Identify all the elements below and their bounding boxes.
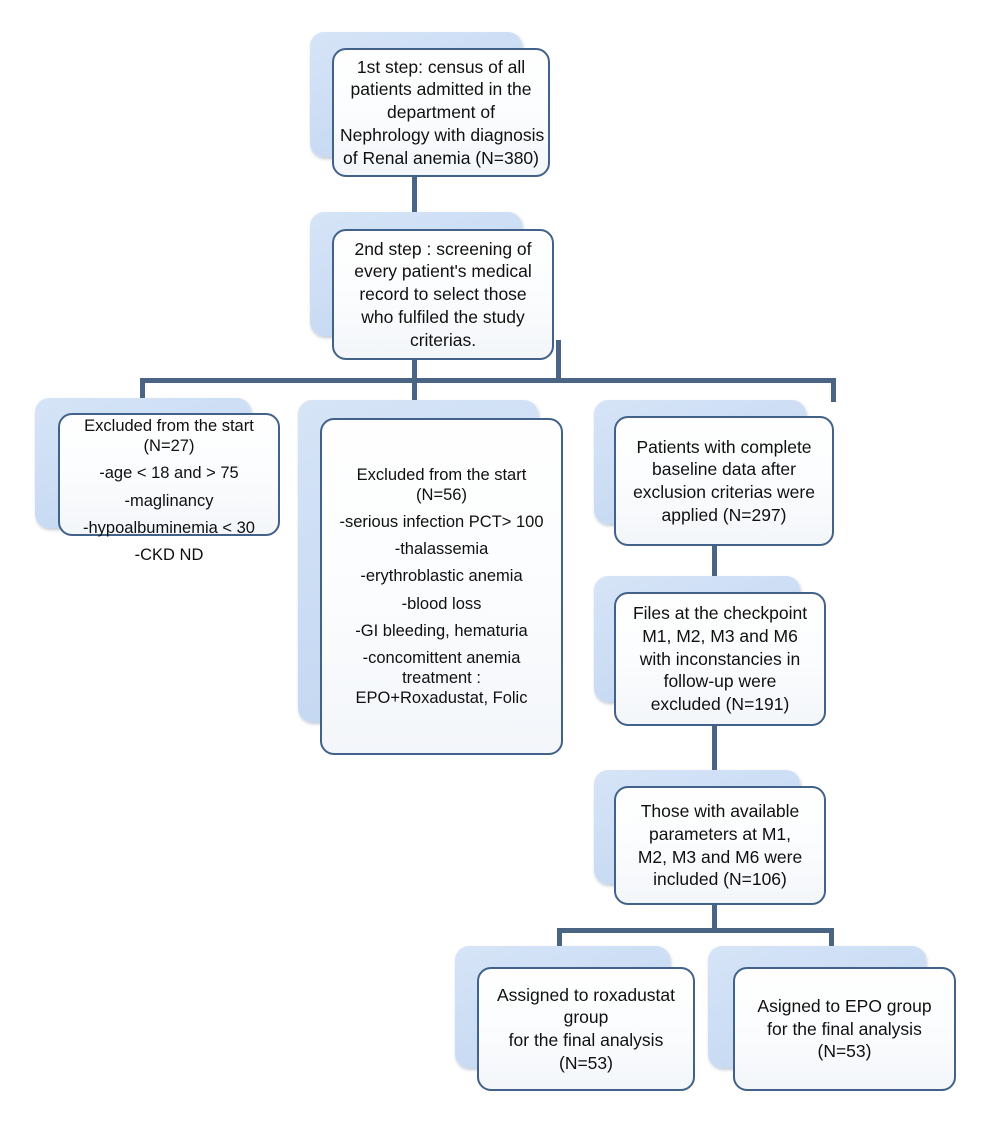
text-spacer: [66, 511, 272, 518]
text-line: excluded (N=191): [650, 694, 790, 715]
census-node-card[interactable]: 1st step: census of all patients admitte…: [332, 48, 550, 177]
text-line: -serious infection PCT> 100: [339, 513, 544, 532]
text-line: (N=53): [559, 1052, 613, 1073]
text-line: 1st step: census of all: [356, 56, 526, 77]
text-line: patients admitted in the: [350, 79, 532, 100]
text-line: Assigned to roxadustat: [496, 984, 676, 1005]
text-spacer: [328, 559, 555, 566]
connector-branch-right: [831, 378, 836, 402]
connector-census-to-screening: [412, 168, 417, 230]
text-line: M1, M2, M3 and M6: [642, 625, 798, 646]
text-spacer: [328, 614, 555, 621]
text-line: Files at the checkpoint: [632, 603, 808, 624]
connector-branch-bar: [140, 378, 836, 383]
text-line: of Renal anemia (N=380): [342, 147, 539, 168]
included-text: Those with available parameters at M1, M…: [616, 800, 824, 891]
roxadustat-card[interactable]: Assigned to roxadustat group for the fin…: [477, 967, 695, 1091]
excluded-27-card[interactable]: Excluded from the start (N=27) -age < 18…: [58, 413, 280, 564]
baseline-text: Patients with complete baseline data aft…: [616, 436, 832, 527]
text-spacer: [328, 505, 555, 512]
text-line: included (N=106): [653, 869, 787, 890]
text-line: department of: [387, 102, 495, 123]
text-line: with inconstancies in: [639, 648, 801, 669]
text-line: treatment :: [402, 668, 481, 687]
connector-branch-middle: [412, 378, 417, 406]
text-line: Excluded from the start: [84, 417, 254, 436]
connector-fork-left-drop: [557, 928, 562, 950]
screening-node-text: 2nd step : screening of every patient's …: [334, 238, 552, 352]
text-line: -erythroblastic anemia: [360, 567, 523, 586]
text-spacer: [328, 532, 555, 539]
text-line: every patient's medical: [354, 261, 532, 282]
text-line: Patients with complete: [636, 436, 812, 457]
text-line: (N=56): [416, 486, 467, 504]
text-line: for the final analysis: [508, 1030, 664, 1050]
excluded-27-text: Excluded from the start (N=27) -age < 18…: [60, 416, 278, 565]
connector-branch-left: [140, 378, 145, 402]
text-line: Nephrology with diagnosis: [340, 124, 545, 145]
text-line: Those with available: [640, 801, 800, 821]
text-spacer: [66, 538, 272, 545]
text-line: parameters at M1,: [649, 823, 791, 844]
text-line: 2nd step : screening of: [354, 238, 532, 259]
epo-group-node[interactable]: Asigned to EPO group for the final analy…: [708, 946, 956, 1091]
text-line: -GI bleeding, hematuria: [355, 621, 528, 640]
epo-card[interactable]: Asigned to EPO group for the final analy…: [733, 967, 956, 1091]
text-spacer: [328, 587, 555, 594]
text-line: -CKD ND: [134, 545, 204, 564]
connector-screening-stub: [556, 340, 561, 380]
connector-baseline-to-excluded: [712, 545, 717, 593]
excluded-191-text: Files at the checkpoint M1, M2, M3 and M…: [616, 602, 824, 716]
connector-included-down: [712, 903, 717, 931]
text-line: follow-up were: [663, 671, 777, 692]
connector-bottom-fork-bar: [557, 928, 834, 933]
text-line: group: [563, 1007, 609, 1028]
text-line: EPO+Roxadustat, Folic: [355, 689, 528, 707]
connector-fork-right-drop: [829, 928, 834, 950]
text-line: applied (N=297): [661, 504, 787, 525]
excluded-56-text: Excluded from the start (N=56) -serious …: [322, 465, 561, 708]
text-line: -hypoalbuminemia < 30: [83, 518, 255, 537]
text-line: (N=27): [143, 437, 195, 456]
connector-excluded-to-included: [712, 724, 717, 784]
excluded-191-card[interactable]: Files at the checkpoint M1, M2, M3 and M…: [614, 592, 826, 726]
text-line: -blood loss: [401, 594, 482, 613]
text-line: criterias.: [409, 329, 477, 350]
baseline-card[interactable]: Patients with complete baseline data aft…: [614, 416, 834, 546]
text-line: record to select those: [359, 284, 527, 305]
roxadustat-text: Assigned to roxadustat group for the fin…: [479, 984, 693, 1075]
text-line: (N=53): [817, 1041, 872, 1062]
text-spacer: [66, 484, 272, 491]
excluded-56-card[interactable]: Excluded from the start (N=56) -serious …: [320, 418, 563, 755]
text-line: Asigned to EPO group: [757, 995, 932, 1016]
text-line: Excluded from the start: [356, 465, 527, 484]
roxadustat-group-node[interactable]: Assigned to roxadustat group for the fin…: [455, 946, 695, 1091]
text-line: for the final analysis: [767, 1018, 922, 1039]
text-spacer: [328, 641, 555, 648]
text-line: -age < 18 and > 75: [99, 464, 239, 483]
screening-node[interactable]: 2nd step : screening of every patient's …: [310, 212, 555, 360]
complete-baseline-node[interactable]: Patients with complete baseline data aft…: [594, 400, 834, 546]
epo-text: Asigned to EPO group for the final analy…: [735, 995, 954, 1063]
text-line: baseline data after: [652, 459, 796, 480]
census-node-text: 1st step: census of all patients admitte…: [334, 56, 548, 170]
screening-node-card[interactable]: 2nd step : screening of every patient's …: [332, 229, 554, 360]
text-line: who fulfiled the study: [361, 306, 525, 327]
excluded-start-56-node[interactable]: Excluded from the start (N=56) -serious …: [298, 400, 563, 755]
text-line: -concomittent anemia: [362, 648, 521, 667]
text-line: -maglinancy: [124, 491, 214, 510]
census-node[interactable]: 1st step: census of all patients admitte…: [310, 32, 550, 177]
included-node[interactable]: Those with available parameters at M1, M…: [594, 770, 826, 905]
text-line: -thalassemia: [394, 540, 489, 559]
text-line: exclusion criterias were: [633, 482, 815, 502]
text-spacer: [66, 456, 272, 463]
included-card[interactable]: Those with available parameters at M1, M…: [614, 786, 826, 905]
inconstancies-excluded-node[interactable]: Files at the checkpoint M1, M2, M3 and M…: [594, 576, 826, 726]
text-line: M2, M3 and M6 were: [637, 846, 803, 867]
excluded-start-27-node[interactable]: Excluded from the start (N=27) -age < 18…: [35, 398, 280, 564]
connector-screening-down: [412, 350, 417, 380]
